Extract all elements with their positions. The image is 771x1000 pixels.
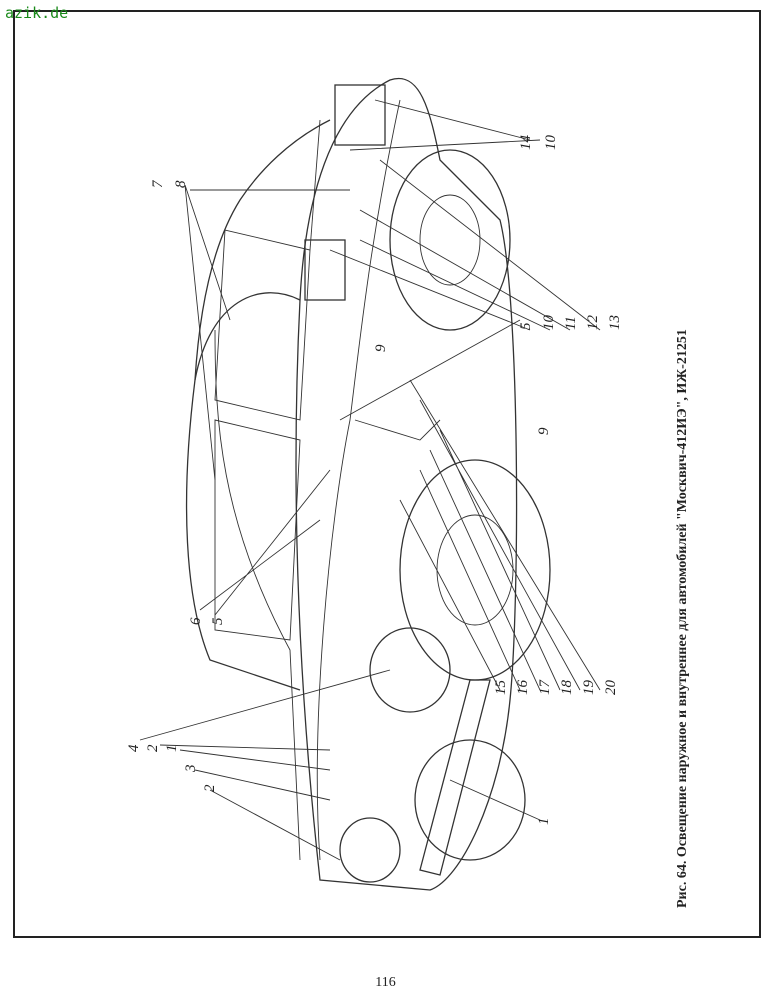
label-10a: 10 — [543, 135, 559, 151]
label-5a: 5 — [518, 322, 534, 330]
label-11: 11 — [563, 316, 579, 330]
page-frame — [13, 10, 761, 938]
label-3: 3 — [183, 765, 199, 774]
label-9a: 9 — [373, 344, 389, 352]
label-16: 16 — [515, 680, 531, 696]
label-4: 4 — [126, 744, 142, 752]
label-13: 13 — [607, 315, 623, 330]
callout-labels: 7 8 14 10 5 10 11 12 13 9 9 6 5 15 16 17… — [126, 135, 623, 826]
label-7: 7 — [150, 179, 166, 188]
label-14: 14 — [518, 135, 534, 151]
label-2b: 2 — [202, 784, 218, 792]
figure-caption: Рис. 64. Освещение наружное и внутреннее… — [675, 329, 690, 908]
label-12: 12 — [585, 315, 601, 331]
label-20: 20 — [603, 680, 619, 696]
label-18: 18 — [559, 680, 575, 696]
label-10b: 10 — [541, 315, 557, 331]
label-8: 8 — [173, 180, 189, 188]
label-17: 17 — [537, 679, 553, 696]
label-1a: 1 — [164, 745, 180, 753]
watermark: azik.de — [5, 4, 69, 22]
label-19: 19 — [581, 680, 597, 696]
page-number: 116 — [375, 975, 396, 990]
leader-lines — [139, 99, 601, 861]
label-1b: 1 — [536, 818, 552, 826]
label-5b: 5 — [210, 617, 226, 625]
label-2a: 2 — [145, 744, 161, 752]
car-outline — [185, 77, 551, 891]
label-6: 6 — [188, 617, 204, 625]
label-9b: 9 — [536, 427, 552, 435]
label-15: 15 — [493, 680, 509, 696]
